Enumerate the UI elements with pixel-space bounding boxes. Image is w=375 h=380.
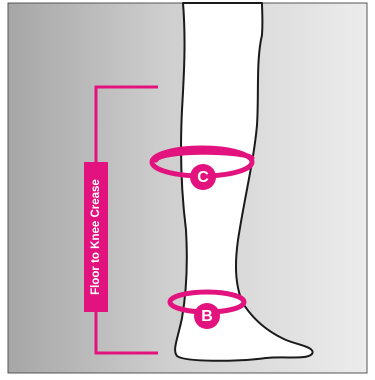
marker-c-label: C <box>197 169 209 186</box>
measurement-label: Floor to Knee Crease <box>90 179 102 295</box>
marker-b-label: B <box>201 308 213 325</box>
